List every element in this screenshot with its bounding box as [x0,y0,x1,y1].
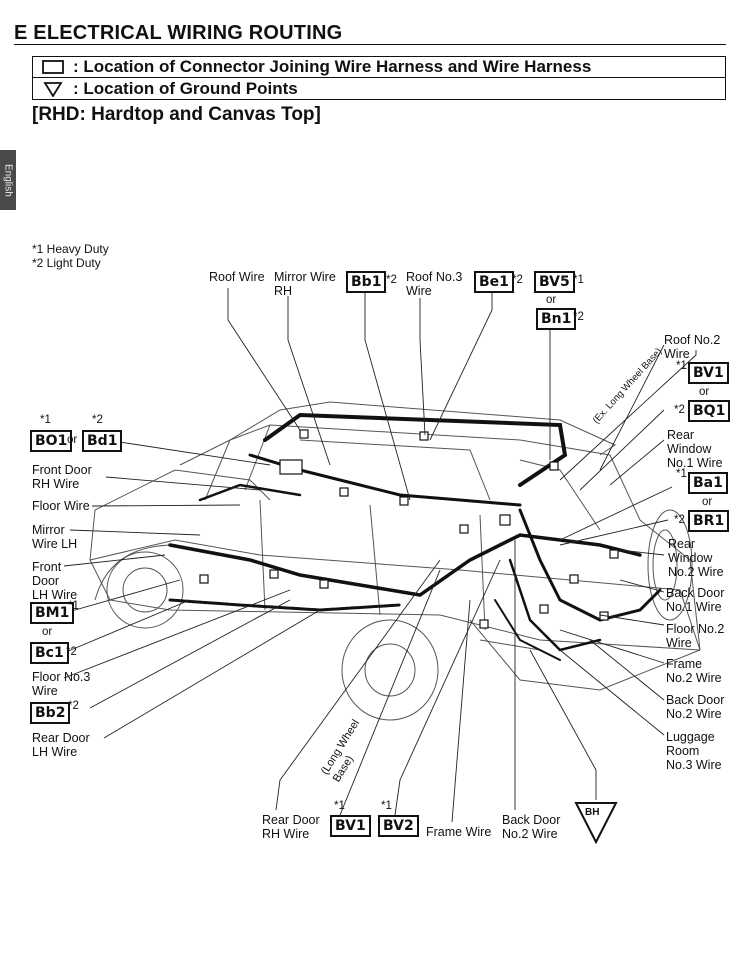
connector-box-icon [41,60,65,74]
harness-connectors [199,429,619,629]
legend-connector-text: : Location of Connector Joining Wire Har… [73,57,592,76]
marker-bb2-light: *2 [68,700,79,712]
label-luggage-room-no3-wire: Luggage Room No.3 Wire [666,730,722,772]
label-frame-no2-wire: Frame No.2 Wire [666,657,722,685]
connector-ba1: Ba1 [688,472,728,494]
label-mirror-wire-lh: Mirror Wire LH [32,523,78,551]
connector-bo1: BO1 [30,430,73,452]
wire-harness [168,412,662,661]
or-bm1-bc1: or [42,626,53,638]
marker-bo1-heavy: *1 [40,414,51,426]
marker-bv1-bottom-heavy: *1 [334,800,345,812]
label-rear-window-no2-wire: Rear Window No.2 Wire [668,537,724,579]
label-roof-no3-wire: Roof No.3 Wire [406,270,463,298]
marker-bn1-light: *2 [573,311,584,323]
connector-br1: BR1 [688,510,730,532]
label-front-door-rh-wire: Front Door RH Wire [32,463,92,491]
marker-bv5-heavy: *1 [573,274,584,286]
or-ba1-br1: or [702,496,713,508]
connector-bn1: Bn1 [536,308,577,330]
vehicle-body-outline [89,401,701,721]
label-ground-bh: BH [585,807,600,818]
connector-bb1: Bb1 [346,271,387,293]
label-rear-window-no1-wire: Rear Window No.1 Wire [667,428,723,470]
note-light-duty: *2 Light Duty [32,256,101,270]
marker-br1-light: *2 [674,514,685,526]
label-back-door-no2-wire-right: Back Door No.2 Wire [666,693,725,721]
page-title: E ELECTRICAL WIRING ROUTING [14,22,343,44]
marker-bv1-heavy: *1 [676,360,687,372]
connector-bv1-roof: BV1 [688,362,729,384]
label-back-door-no1-wire: Back Door No.1 Wire [666,586,725,614]
note-heavy-duty: *1 Heavy Duty [32,242,109,256]
ground-point-bh-icon [574,802,618,845]
marker-bq1-light: *2 [674,404,685,416]
page-subtitle: [RHD: Hardtop and Canvas Top] [32,104,321,125]
legend-ground-row: : Location of Ground Points [32,78,726,100]
marker-bm1-heavy: *1 [68,600,79,612]
connector-bv2: BV2 [378,815,419,837]
marker-be1-light: *2 [512,274,523,286]
connector-be1: Be1 [474,271,514,293]
label-roof-no2-wire: Roof No.2 Wire [664,333,721,361]
connector-bv1-bottom: BV1 [330,815,371,837]
or-bv1-bq1: or [699,386,710,398]
or-bv5-bn1: or [546,294,557,306]
label-rear-door-rh-wire: Rear Door RH Wire [262,813,320,841]
label-floor-wire: Floor Wire [32,499,90,513]
marker-bd1-light: *2 [92,414,103,426]
title-rule [14,44,726,45]
label-frame-wire: Frame Wire [426,825,492,839]
label-rear-door-lh-wire: Rear Door LH Wire [32,731,90,759]
label-floor-no3-wire: Floor No.3 Wire [32,670,91,698]
label-roof-wire: Roof Wire [209,270,265,284]
or-bo1-bd1: or [67,434,78,446]
marker-bb1-light: *2 [386,274,397,286]
language-tab: English [0,150,16,210]
connector-bm1: BM1 [30,602,75,624]
marker-bv2-heavy: *1 [381,800,392,812]
connector-bd1: Bd1 [82,430,123,452]
leader-lines [63,288,697,823]
legend-connector-row: : Location of Connector Joining Wire Har… [32,56,726,78]
legend-ground-text: : Location of Ground Points [73,78,298,98]
marker-ba1-heavy: *1 [676,468,687,480]
label-back-door-no2-wire-bottom: Back Door No.2 Wire [502,813,561,841]
connector-bv5: BV5 [534,271,575,293]
label-mirror-wire-rh: Mirror Wire RH [274,270,336,298]
label-floor-no2-wire: Floor No.2 Wire [666,622,725,650]
marker-bc1-light: *2 [66,646,77,658]
connector-bq1: BQ1 [688,400,731,422]
connector-bc1: Bc1 [30,642,69,664]
connector-bb2: Bb2 [30,702,71,724]
ground-triangle-icon [41,81,65,97]
label-front-door-lh-wire: Front Door LH Wire [32,560,78,602]
